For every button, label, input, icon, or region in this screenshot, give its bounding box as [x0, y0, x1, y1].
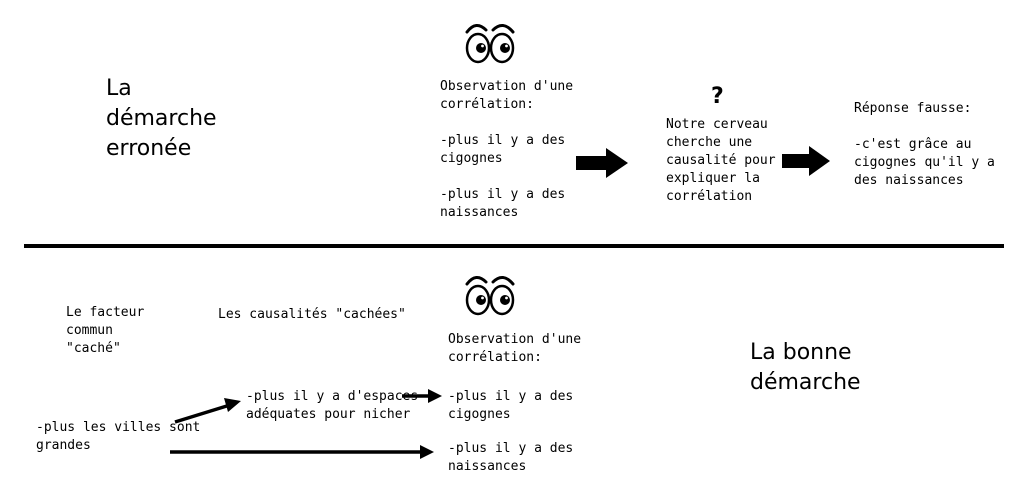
- section-divider: [24, 244, 1004, 248]
- arrow-right-icon: [170, 445, 434, 459]
- top-observation-storks: -plus il y a des cigognes: [440, 133, 566, 166]
- effect-births: -plus il y a des naissances: [448, 441, 574, 474]
- common-cause-text: -plus les villes sont grandes: [36, 420, 201, 453]
- effect-storks: -plus il y a des cigognes: [448, 389, 574, 422]
- nesting-spaces-text: -plus il y a d'espaces adéquates pour ni…: [246, 389, 419, 422]
- thick-arrow-right-icon: [576, 148, 628, 178]
- wrong-answer-text: -c'est grâce au cigognes qu'il y a des n…: [854, 137, 995, 188]
- factor-heading: Le facteur commun "caché": [66, 305, 145, 356]
- arrow-right-icon: [402, 389, 442, 403]
- top-observation-births: -plus il y a des naissances: [440, 187, 566, 220]
- brain-search-text: Notre cerveau cherche une causalité pour…: [666, 117, 776, 204]
- top-title: La démarche erronée: [106, 76, 217, 161]
- bottom-observation-heading: Observation d'une corrélation:: [448, 332, 582, 365]
- eyes-icon: [465, 276, 515, 316]
- hidden-causes-heading: Les causalités "cachées": [218, 307, 406, 322]
- arrow-right-icon: [174, 398, 241, 424]
- eyes-icon: [465, 24, 515, 64]
- bottom-title: La bonne démarche: [750, 340, 861, 395]
- wrong-answer-heading: Réponse fausse:: [854, 101, 972, 116]
- thick-arrow-right-icon: [782, 146, 830, 176]
- top-observation-heading: Observation d'une corrélation:: [440, 79, 574, 112]
- question-mark: ?: [711, 84, 724, 109]
